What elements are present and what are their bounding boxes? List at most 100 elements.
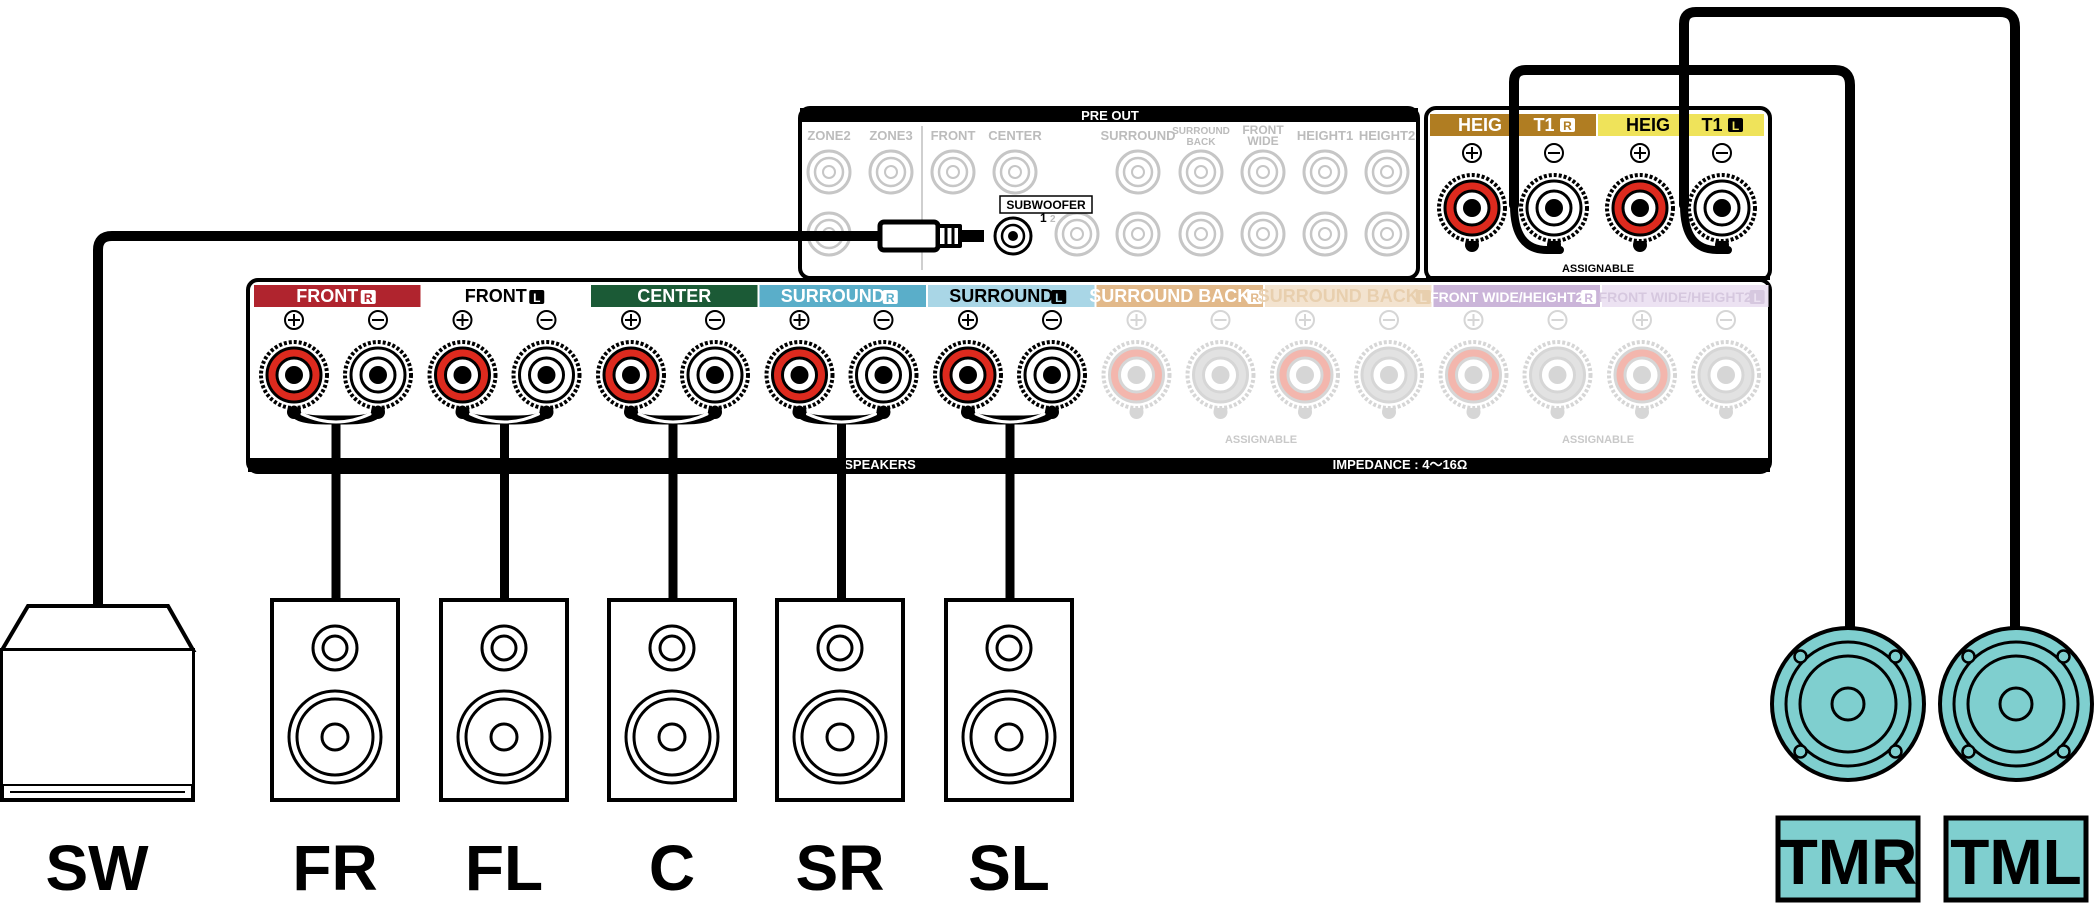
tweeter-inner: [826, 634, 854, 662]
channel-header-label-5: SURROUND BACK: [1089, 286, 1250, 306]
terminal-negative-6: [1354, 310, 1424, 419]
height-header-label-end-1: T1: [1701, 115, 1722, 135]
assignable-label-1: ASSIGNABLE: [1225, 434, 1297, 446]
subwoofer-jack: SUBWOOFER 1 2: [993, 195, 1093, 256]
terminal-negative-5: [1185, 310, 1256, 419]
bookshelf-speaker-0: [270, 598, 400, 802]
mount-screw-3: [1888, 744, 1903, 759]
speaker-cable-highlight-2: [637, 412, 709, 424]
channel-header-label-4: SURROUND: [949, 286, 1053, 306]
channel-side-badge-6: [1415, 290, 1431, 304]
speaker-label-sw: SW: [45, 832, 149, 903]
assignable-label-2: ASSIGNABLE: [1562, 434, 1634, 446]
rca-jack-top-0: [806, 149, 852, 195]
channel-header-label-2: CENTER: [637, 286, 711, 306]
channel-header-6: [1265, 285, 1432, 307]
rca-jack-bottom-2: [1115, 211, 1161, 257]
channel-header-0: [254, 285, 421, 307]
pre-out-label-center: CENTER: [988, 128, 1042, 143]
post-hole: [285, 366, 303, 384]
tweeter-inner: [490, 634, 518, 662]
height-side-badge-0: [1560, 118, 1575, 132]
rca-pin: [1194, 227, 1208, 241]
post-hole: [1127, 366, 1146, 384]
rca-jack-top-6: [1240, 149, 1286, 195]
height-speaker-1: [1938, 626, 2094, 782]
channel-header-8: [1602, 285, 1769, 307]
post-hole: [1545, 199, 1563, 217]
channel-side-badge-3: [882, 290, 898, 304]
subwoofer-cable: [93, 231, 885, 615]
rca-jack-top-7: [1302, 149, 1348, 195]
tml-label-box: [1943, 815, 2089, 903]
post-hole: [1380, 366, 1398, 384]
pre-out-label-surround-back-1: SURROUND: [1172, 126, 1230, 137]
terminal-negative-0: [343, 310, 413, 419]
height-speaker-cap: [1830, 686, 1866, 722]
speaker-label-tmr: TMR: [1779, 826, 1918, 898]
woofer-cap: [320, 722, 350, 752]
bookshelf-speaker-2: [607, 598, 737, 802]
rca-plug: [877, 219, 984, 253]
height-side-letter-1: L: [1732, 119, 1739, 133]
post-hole: [1633, 366, 1651, 384]
rca-pin: [1008, 165, 1022, 179]
pre-out-label-height1: HEIGHT1: [1297, 128, 1353, 143]
terminal-positive-8: [1607, 310, 1677, 419]
tmr-label-box: [1775, 815, 1921, 903]
terminal-positive-2: [596, 310, 666, 419]
channel-header-label-8: FRONT WIDE/HEIGHT2: [1599, 289, 1752, 305]
channel-side-letter-4: L: [1055, 291, 1062, 305]
channel-header-label-6: SURROUND BACK: [1258, 286, 1419, 306]
speaker-cable-highlight-4: [974, 412, 1046, 424]
speaker-label-sr: SR: [796, 832, 885, 903]
height-terminals: [1437, 143, 1757, 252]
height-header-label-end-0: T1: [1533, 115, 1554, 135]
rca-jack-bottom-4: [1240, 211, 1286, 257]
post-hole: [790, 366, 809, 384]
rca-jacks: [806, 149, 1410, 257]
height-header-label-0: HEIG: [1458, 115, 1502, 135]
channel-header-label-1: FRONT: [465, 286, 527, 306]
height-speaker-labels: TMR TML: [1775, 815, 2089, 903]
mount-screw-2: [1793, 744, 1808, 759]
speaker-cable-highlight-0: [300, 412, 372, 424]
rca-pin: [1380, 227, 1394, 241]
post-hole: [959, 366, 977, 384]
channel-side-letter-6: L: [1420, 291, 1427, 305]
rca-jack-top-8: [1364, 149, 1410, 195]
speaker-cable-highlight-1: [469, 412, 540, 424]
height-speaker-0: [1770, 626, 1926, 782]
rca-jack-top-3: [992, 149, 1038, 195]
rca-pin: [1131, 227, 1145, 241]
pre-out-label-front: FRONT: [931, 128, 976, 143]
speaker-label-tml: TML: [1950, 826, 2082, 898]
rca-pin: [1318, 165, 1332, 179]
terminal-negative-4: [1017, 310, 1087, 419]
rca-pin: [1194, 165, 1208, 179]
channel-header-label-0: FRONT: [296, 286, 358, 306]
post-hole: [706, 366, 724, 384]
mount-screw-2: [1961, 744, 1976, 759]
pre-out-label-front-wide-1: FRONT: [1242, 123, 1284, 137]
rca-pin: [822, 165, 836, 179]
channel-header-label-3: SURROUND: [781, 286, 885, 306]
terminal-negative-1: [511, 310, 582, 419]
post-hole: [1717, 366, 1735, 384]
impedance-label: IMPEDANCE : 4～16Ω: [1333, 457, 1468, 472]
post-hole: [1463, 199, 1481, 217]
rca-jack-bottom-3: [1178, 211, 1224, 257]
channel-side-badge-4: [1051, 290, 1067, 304]
tmr-cable-bridge: [1510, 201, 1564, 254]
height-header-label-1: HEIG: [1626, 115, 1670, 135]
pre-out-label-zone2: ZONE2: [807, 128, 850, 143]
rca-jack-top-2: [930, 149, 976, 195]
post-hole: [1211, 366, 1230, 384]
post-hole: [1296, 366, 1314, 384]
mount-screw-1: [2056, 649, 2071, 664]
pre-out-label-front-wide-2: WIDE: [1247, 134, 1278, 148]
channel-side-letter-0: R: [364, 291, 373, 305]
post-hole: [537, 366, 556, 384]
